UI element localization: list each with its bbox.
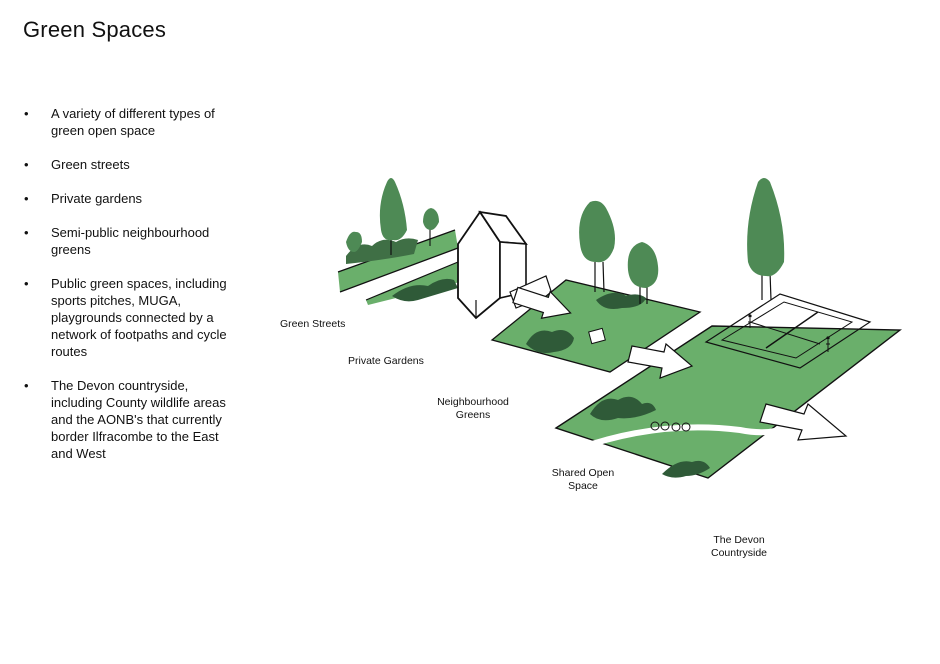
bullet-text: A variety of different types of green op… (51, 106, 215, 138)
bullet-item: • Public green spaces, including sports p… (22, 275, 232, 360)
sports-pitch (704, 293, 872, 369)
page-title: Green Spaces (23, 17, 167, 42)
bullet-text: The Devon countryside, including County … (51, 378, 226, 461)
bullet-text: Private gardens (51, 191, 143, 206)
bullet-marker: • (24, 378, 29, 393)
bullet-text: Green streets (51, 157, 130, 172)
bicycle-icon (650, 421, 691, 432)
bullet-marker: • (24, 157, 29, 172)
green-street-strip (337, 229, 460, 305)
bullet-marker: • (24, 191, 29, 206)
label-private-gardens: Private Gardens (348, 355, 424, 367)
label-devon-countryside: The Devon Countryside (710, 534, 768, 559)
bullet-marker: • (24, 106, 29, 121)
bullet-item: • The Devon countryside, including County… (22, 377, 232, 462)
bullet-item: • Green streets (22, 156, 232, 173)
countryside-trees (747, 178, 785, 301)
bullet-list: • A variety of different types of green o… (22, 105, 232, 479)
label-shared-open-space: Shared Open Space (551, 467, 615, 492)
street-trees (346, 178, 439, 255)
garden-trees (579, 200, 659, 304)
bullet-marker: • (24, 276, 29, 291)
bullet-item: • Private gardens (22, 190, 232, 207)
bullet-text: Semi-public neighbourhood greens (51, 225, 210, 257)
bullet-text: Public green spaces, including sports pi… (51, 276, 227, 359)
label-green-streets: Green Streets (280, 318, 346, 330)
bullet-item: • Semi-public neighbourhood greens (22, 224, 232, 258)
flow-arrows (512, 286, 848, 441)
bullet-item: • A variety of different types of green o… (22, 105, 232, 139)
label-neighbourhood-greens: Neighbourhood Greens (437, 396, 509, 421)
bullet-marker: • (24, 225, 29, 240)
